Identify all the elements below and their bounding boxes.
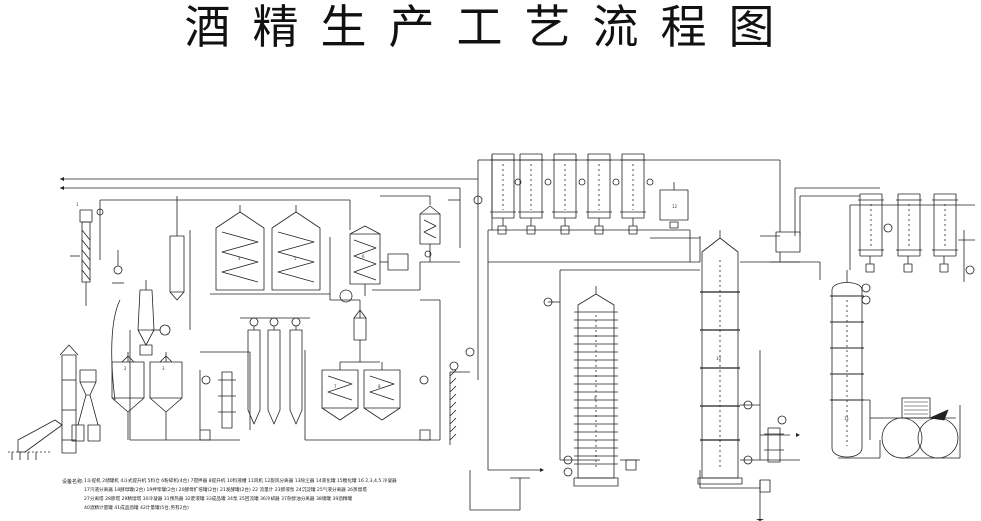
feed-section	[8, 196, 185, 460]
legend-line: 17汽液分离器 18酵母罐(2台) 19拌浆罐(2台) 20酵母扩培罐(2台) …	[84, 488, 367, 493]
tag-11: 11	[844, 416, 850, 421]
tag-8: 8	[378, 384, 381, 389]
legend-line: 1斗提机 2储罐机 4斗式提升机 5料仓 6粉碎机(4台) 7搅拌器 8提升机 …	[84, 479, 397, 484]
tag-12: 12	[672, 204, 678, 209]
distillation-column-a	[573, 286, 637, 487]
storage-tanks	[870, 397, 959, 459]
condenser-row	[490, 153, 689, 235]
distillation-column-b	[830, 270, 864, 458]
rectification-column	[697, 230, 743, 485]
mash-tanks	[111, 352, 183, 440]
tag-6: 6	[362, 254, 365, 259]
tag-2: 2	[124, 366, 127, 371]
tag-1: 1	[76, 202, 79, 207]
side-small-column	[759, 427, 784, 493]
right-condenser-row	[858, 193, 975, 282]
tag-3: 3	[162, 366, 165, 371]
fermentation-tanks	[321, 309, 431, 441]
legend-line: 27分离塔 28醪塔 29精馏塔 30冷凝器 31预热器 32废液罐 33成品罐…	[84, 497, 353, 502]
equipment-tags: 1 2 3 4 5 6 7 8 9 10 11 12	[76, 202, 850, 421]
tag-4: 4	[238, 256, 241, 261]
page-title: 酒精生产工艺流程图	[184, 0, 797, 54]
legend-heading: 设备名称:	[62, 479, 84, 485]
valve-gauges	[96, 178, 975, 477]
tag-9: 9	[594, 396, 597, 401]
tag-7: 7	[334, 384, 337, 389]
center-coil-column	[339, 205, 441, 303]
cooling-tanks	[210, 205, 330, 295]
legend-line: 40酒精计量罐 41成品酒罐 42计量罐(5台,另有2台)	[84, 506, 189, 511]
tag-10: 10	[716, 356, 722, 361]
tag-5: 5	[294, 256, 297, 261]
utility-pipes	[60, 155, 975, 521]
yeast-columns	[199, 317, 310, 441]
flow-arrows	[60, 177, 800, 521]
reflux-units	[770, 231, 801, 263]
hatched-wall	[449, 369, 470, 445]
